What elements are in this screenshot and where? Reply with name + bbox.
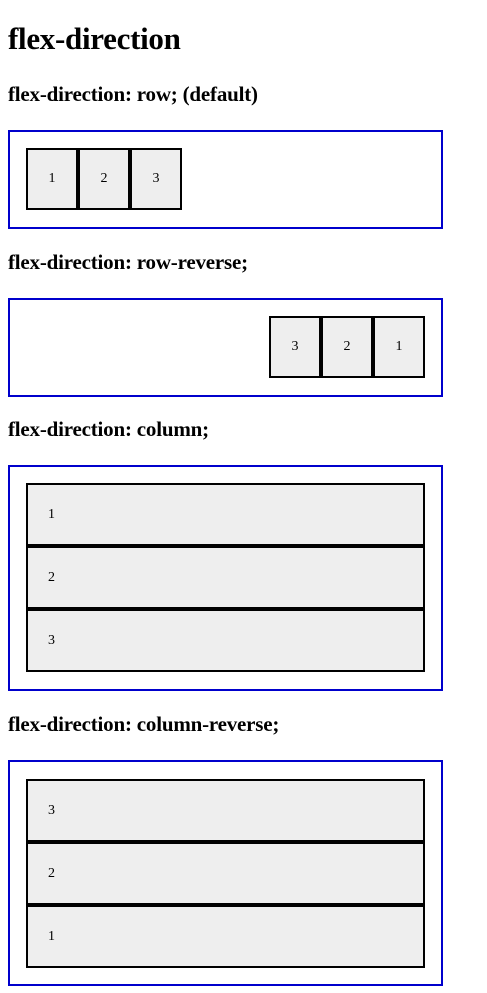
section-heading-column-reverse: flex-direction: column-reverse; [8, 712, 280, 736]
flex-container-column-reverse: 1 2 3 [8, 760, 443, 986]
flex-item: 1 [26, 148, 78, 210]
section-heading-row: flex-direction: row; (default) [8, 82, 258, 106]
flex-container-row: 1 2 3 [8, 130, 443, 229]
flex-container-column: 1 2 3 [8, 465, 443, 691]
section-heading-row-reverse: flex-direction: row-reverse; [8, 250, 248, 274]
section-heading-column: flex-direction: column; [8, 417, 209, 441]
flex-item: 3 [26, 609, 425, 672]
flex-item: 3 [26, 779, 425, 842]
page-title: flex-direction [8, 21, 181, 56]
flex-container-row-reverse: 1 2 3 [8, 298, 443, 397]
flex-item: 2 [321, 316, 373, 378]
flex-item: 2 [26, 546, 425, 609]
flex-item: 3 [130, 148, 182, 210]
flex-item: 3 [269, 316, 321, 378]
flex-item: 1 [26, 483, 425, 546]
flex-item: 2 [78, 148, 130, 210]
flex-item: 2 [26, 842, 425, 905]
flex-item: 1 [26, 905, 425, 968]
flex-item: 1 [373, 316, 425, 378]
